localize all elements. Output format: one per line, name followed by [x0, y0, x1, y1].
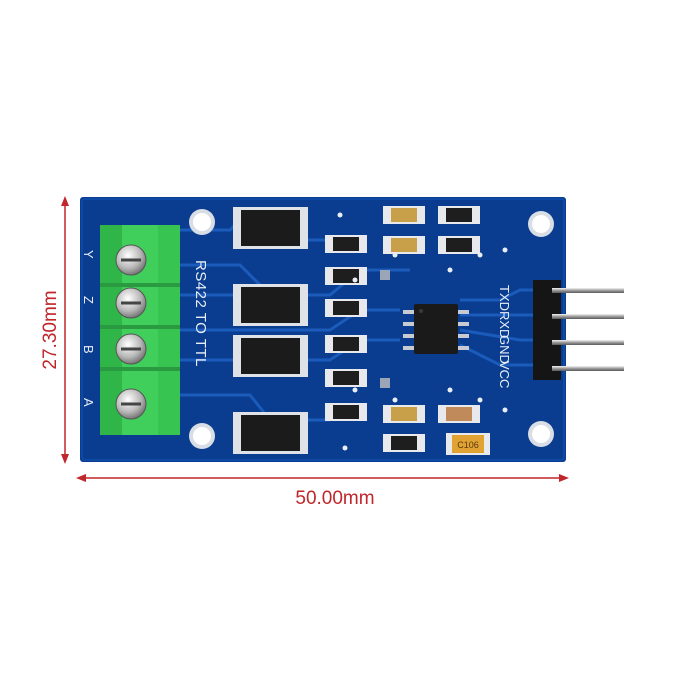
pin-label-txd: TXD	[497, 285, 512, 311]
pin-label-rxd: RXD	[497, 311, 512, 338]
height-dimension: 27.30mm	[40, 196, 69, 464]
board-title: RS422 TO TTL	[192, 260, 209, 367]
pin-header	[533, 280, 624, 380]
terminal-labels: Y Z B A	[81, 250, 96, 407]
pcb-board: C106 RS422 TO TTL	[80, 197, 566, 462]
capacitor-label: C106	[457, 440, 479, 450]
terminal-screws	[115, 244, 147, 420]
terminal-label-z: Z	[81, 296, 96, 304]
height-label: 27.30mm	[40, 290, 61, 369]
screw-terminal-block	[100, 225, 180, 435]
mounting-holes	[189, 209, 554, 449]
pin-label-gnd: GND	[497, 335, 512, 364]
capacitor-c106: C106	[446, 433, 490, 455]
pin-label-vcc: VCC	[497, 361, 512, 388]
smd-resistors	[325, 206, 480, 452]
header-pin-labels: TXD RXD GND VCC	[497, 285, 512, 388]
width-dimension: 50.00mm	[76, 474, 569, 509]
transceiver-chip	[403, 304, 469, 354]
smd-diodes	[233, 207, 308, 454]
terminal-label-b: B	[81, 345, 96, 354]
terminal-label-a: A	[81, 398, 96, 407]
terminal-label-y: Y	[81, 250, 96, 259]
width-label: 50.00mm	[295, 488, 374, 509]
